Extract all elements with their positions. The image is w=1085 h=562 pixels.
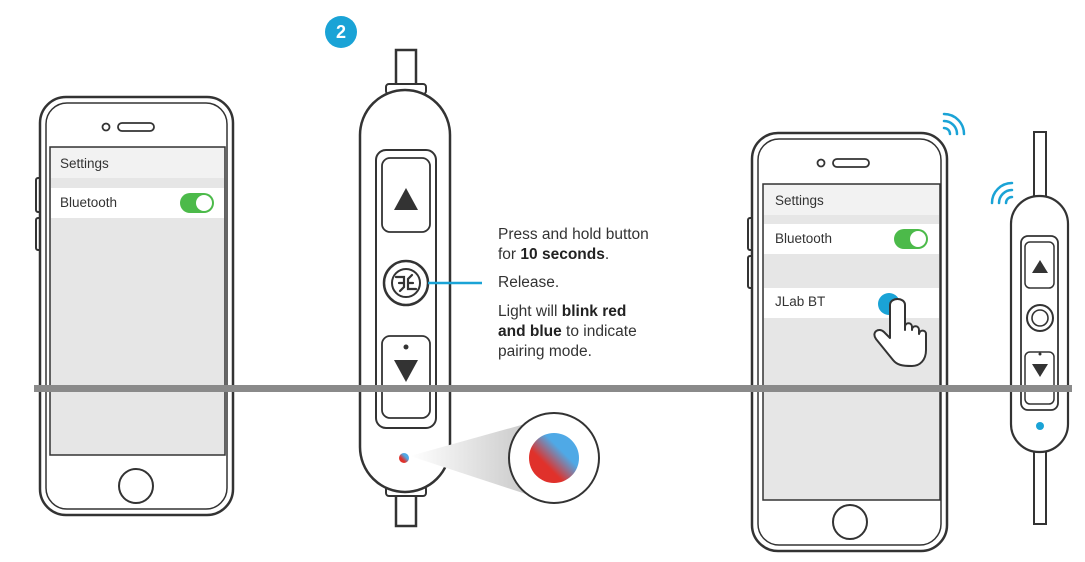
instruction-line-3c: pairing mode. xyxy=(498,342,637,362)
left-settings-header: Settings xyxy=(60,156,109,171)
instruction-line-1b: for 10 seconds. xyxy=(498,245,649,265)
left-bluetooth-label: Bluetooth xyxy=(60,195,117,210)
instruction-line-1a: Press and hold button xyxy=(498,225,649,245)
signal-waves-icon xyxy=(944,114,964,134)
signal-waves-small-icon xyxy=(992,183,1012,203)
right-settings-header: Settings xyxy=(775,193,824,208)
right-bluetooth-label: Bluetooth xyxy=(775,231,832,246)
instruction-line-3b: and blue to indicate xyxy=(498,322,637,342)
device-list-item-jlab-bt[interactable]: JLab BT xyxy=(775,294,825,309)
multifunction-button[interactable] xyxy=(384,261,428,305)
horizontal-divider-line xyxy=(34,385,1072,392)
left-bluetooth-toggle[interactable] xyxy=(180,193,214,213)
status-led xyxy=(399,453,409,463)
instruction-press-hold: Press and hold button for 10 seconds. xyxy=(498,225,649,265)
instruction-line-3a: Light will blink red xyxy=(498,302,637,322)
led-magnified-icon xyxy=(529,433,579,483)
earphone-remote-small xyxy=(1011,132,1068,524)
right-bluetooth-toggle[interactable] xyxy=(894,229,928,249)
instruction-release: Release. xyxy=(498,273,559,293)
instruction-light-blink: Light will blink red and blue to indicat… xyxy=(498,302,637,362)
